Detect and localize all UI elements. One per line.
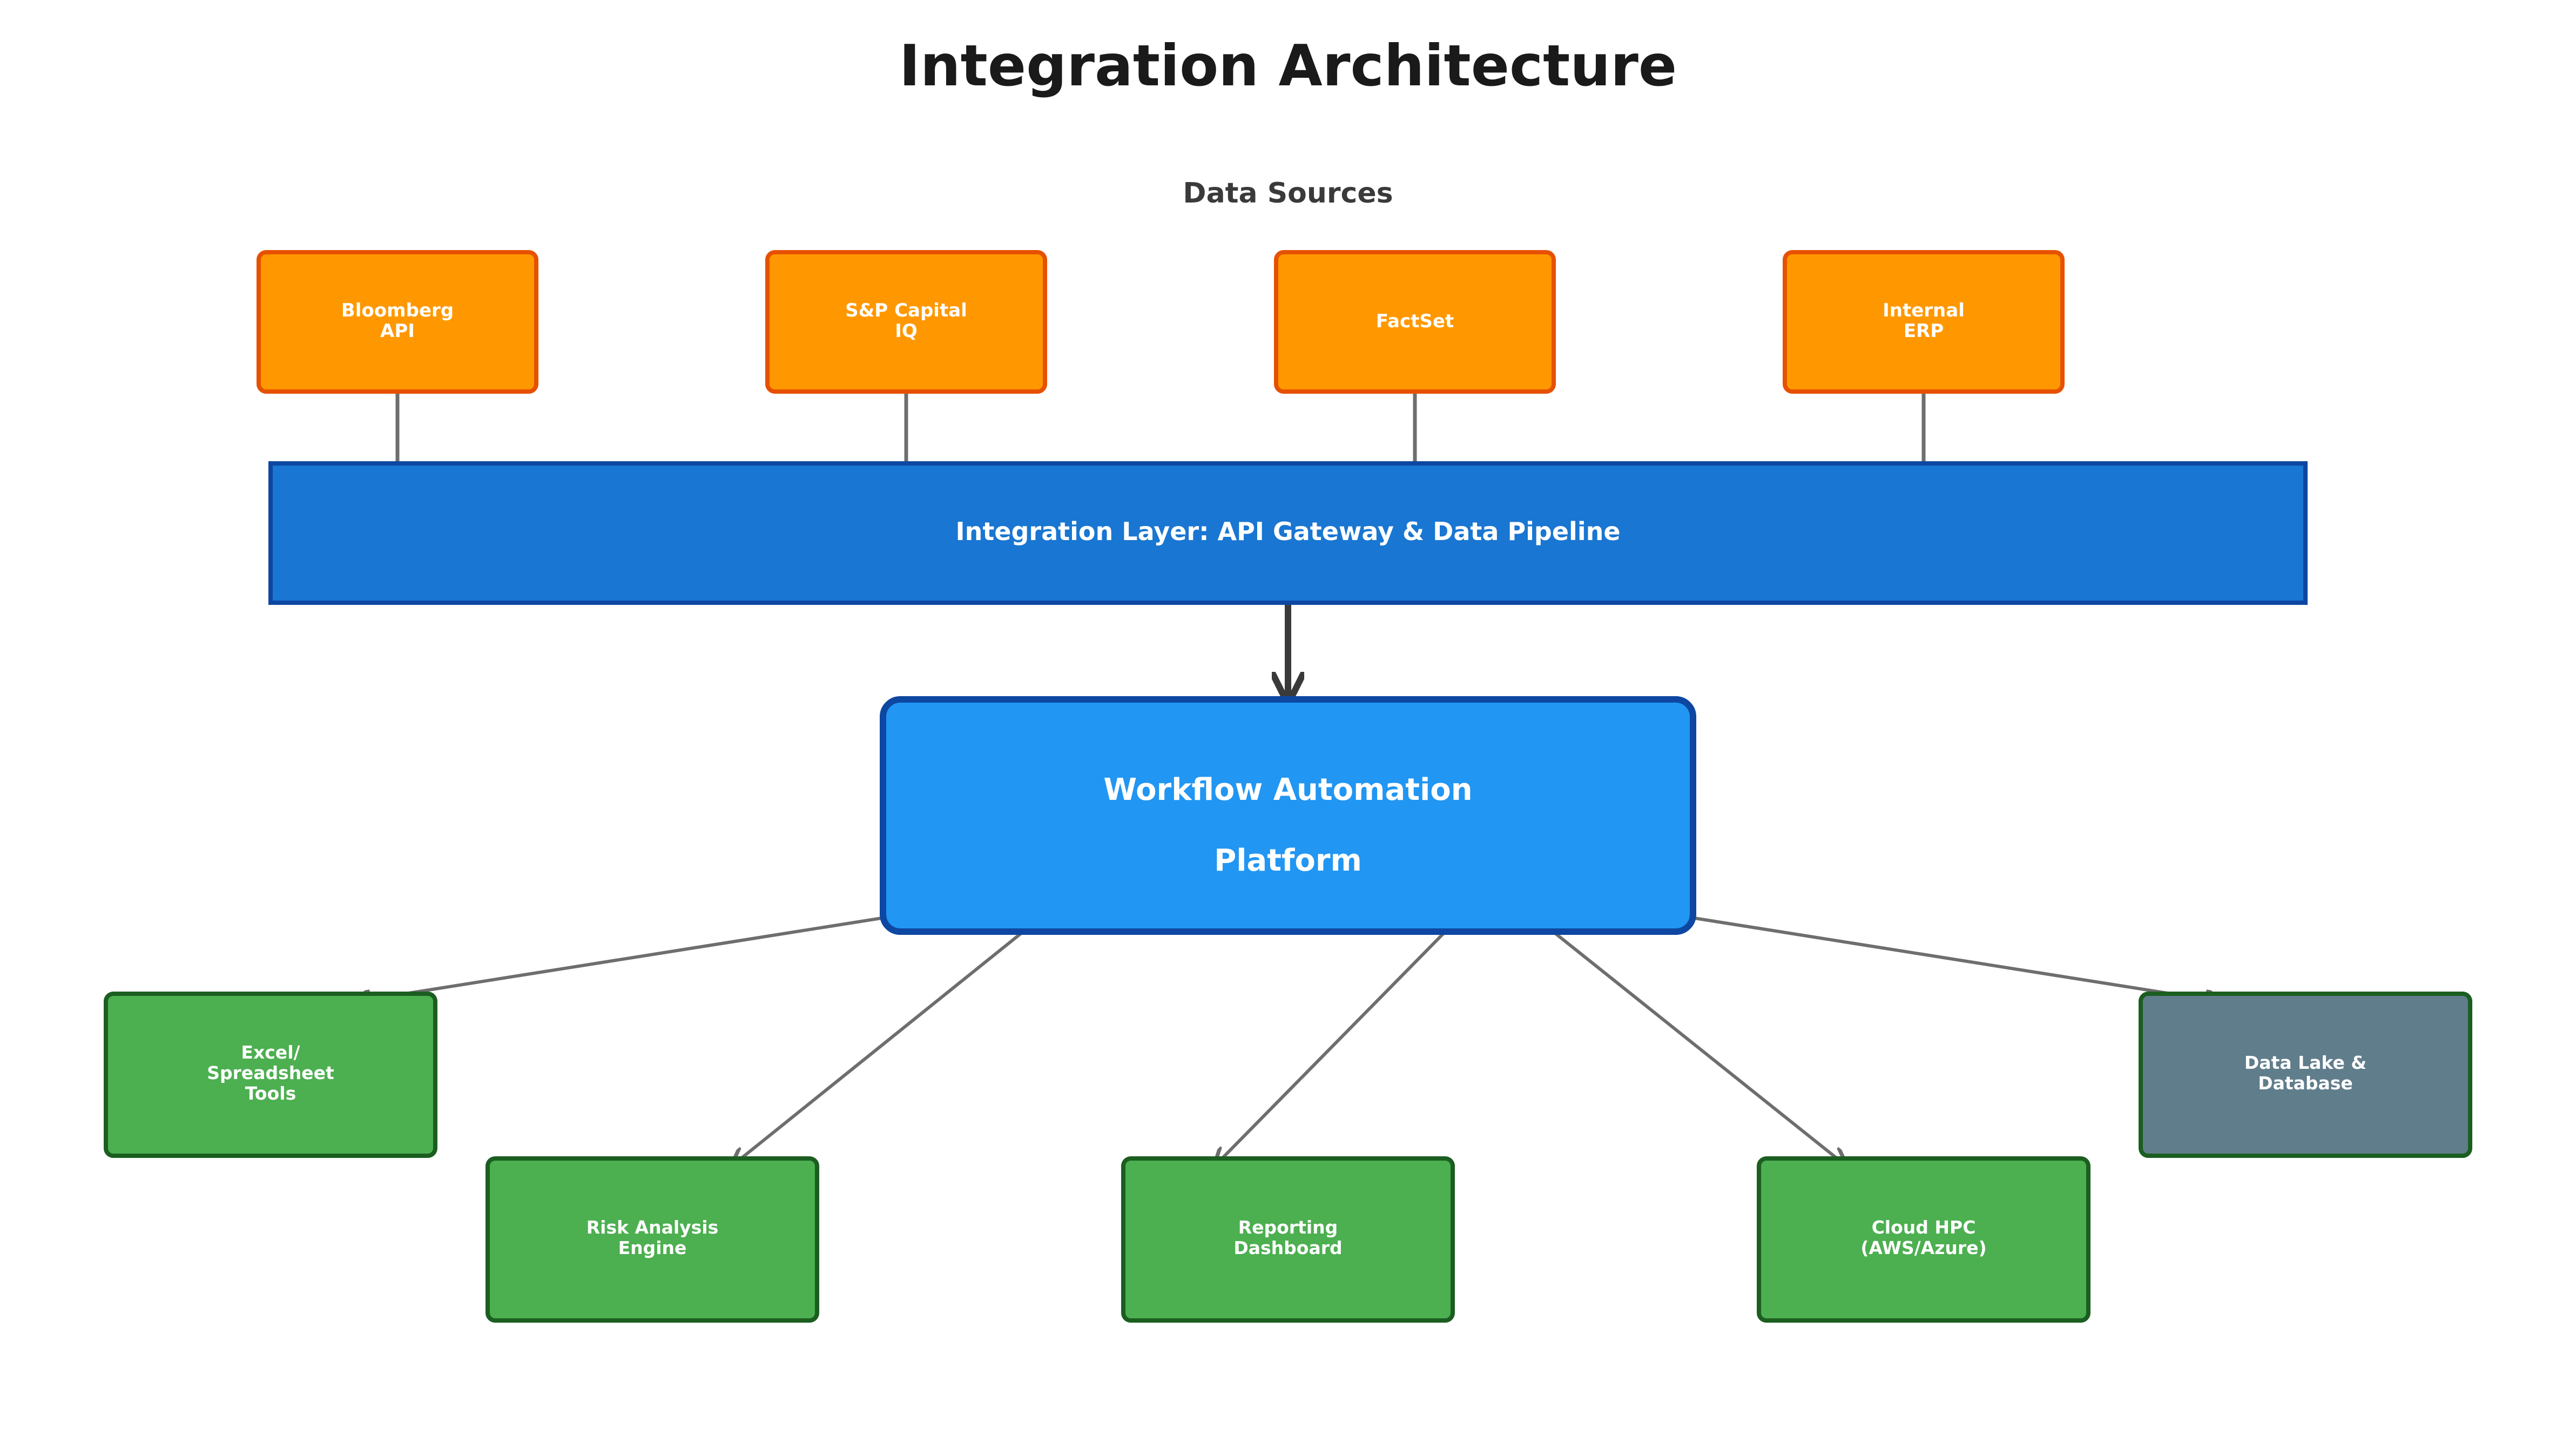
tool-label-line: Data Lake & (2244, 1052, 2366, 1073)
source-box-bg (765, 250, 1047, 394)
source-label-line: S&P Capital (845, 300, 967, 321)
source-box-bg (257, 250, 538, 394)
diagram-title: Integration Architecture (899, 33, 1677, 99)
source-box-bloomberg: Bloomberg API (257, 250, 538, 394)
workflow-platform-label-line: Platform (1214, 843, 1362, 878)
data-sources-label: Data Sources (1183, 177, 1393, 210)
tool-box-bg (104, 992, 437, 1158)
tool-label-line: Engine (618, 1237, 687, 1258)
tool-box-bg (1121, 1156, 1455, 1323)
tool-label-line: (AWS/Azure) (1860, 1237, 1986, 1258)
tool-box-reporting: Reporting Dashboard (1121, 1156, 1455, 1323)
source-label-line: ERP (1904, 320, 1944, 342)
tool-box-data-lake: Data Lake & Database (2139, 992, 2472, 1158)
tool-label-line: Cloud HPC (1872, 1217, 1976, 1238)
workflow-platform-label-line: Workflow Automation (1103, 772, 1472, 807)
source-box-bg (1783, 250, 2065, 394)
integration-layer-label: Integration Layer: API Gateway & Data Pi… (955, 517, 1620, 546)
integration-layer: Integration Layer: API Gateway & Data Pi… (268, 461, 2308, 605)
tool-box-risk-analysis: Risk Analysis Engine (485, 1156, 819, 1323)
tool-label-line: Database (2258, 1073, 2353, 1094)
tool-box-bg (2139, 992, 2472, 1158)
source-label-line: FactSet (1376, 311, 1454, 332)
tool-label-line: Spreadsheet (207, 1062, 334, 1083)
tool-box-cloud-hpc: Cloud HPC (AWS/Azure) (1757, 1156, 2091, 1323)
source-box-internal-erp: Internal ERP (1783, 250, 2065, 394)
source-connectors (395, 392, 1926, 463)
workflow-platform: Workflow Automation Platform (880, 696, 1696, 935)
workflow-platform-bg (880, 696, 1696, 935)
tool-box-excel: Excel/ Spreadsheet Tools (104, 992, 437, 1158)
source-label-line: Internal (1883, 300, 1965, 321)
source-box-sp-capital-iq: S&P Capital IQ (765, 250, 1047, 394)
tool-label-line: Excel/ (241, 1042, 300, 1063)
tool-box-bg (1757, 1156, 2091, 1323)
tool-label-line: Risk Analysis (586, 1217, 719, 1238)
tool-label-line: Reporting (1238, 1217, 1338, 1238)
source-box-bg (1274, 250, 1556, 394)
source-label-line: IQ (895, 320, 918, 342)
tool-box-bg (485, 1156, 819, 1323)
source-box-factset: FactSet (1274, 250, 1556, 394)
tool-label-line: Dashboard (1233, 1237, 1342, 1258)
tool-label-line: Tools (245, 1083, 296, 1104)
source-label-line: API (380, 320, 415, 342)
source-label-line: Bloomberg (341, 300, 454, 321)
integration-layer-bg (268, 461, 2308, 605)
